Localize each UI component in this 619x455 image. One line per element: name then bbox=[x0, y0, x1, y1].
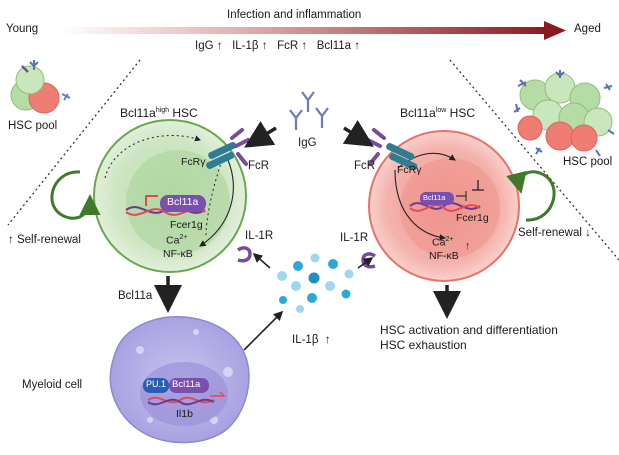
myeloid-cell-label: Myeloid cell bbox=[22, 379, 83, 391]
right-bcl11a-box-label: Bcl11a bbox=[423, 193, 446, 202]
aged-label: Aged bbox=[574, 23, 601, 35]
right-up-arrow: ↑ bbox=[465, 240, 471, 252]
right-self-renewal-arrow-icon bbox=[506, 170, 556, 222]
right-self-renewal-label: Self-renewal ↓ bbox=[518, 227, 591, 239]
right-dna-bcl11a-icon bbox=[409, 191, 481, 212]
pu1-label: PU.1 bbox=[146, 379, 167, 389]
right-divider bbox=[449, 59, 619, 261]
left-cell-title: Bcl11ahigh HSC bbox=[120, 106, 198, 120]
marker-bcl11a: Bcl11a ↑ bbox=[316, 40, 360, 52]
left-il1r-receptor-icon bbox=[237, 246, 252, 263]
left-bcl11a-label: Bcl11a bbox=[118, 290, 153, 302]
right-fcer1g-label: Fcer1g bbox=[456, 212, 489, 224]
right-hsc-pool-label: HSC pool bbox=[563, 156, 613, 168]
il1b-label: IL-1β ↑ bbox=[292, 334, 331, 346]
left-il1r-label: IL-1R bbox=[245, 230, 274, 242]
left-self-renewal-arrow-icon bbox=[50, 170, 101, 220]
right-ca-label: Ca2+ bbox=[432, 236, 454, 249]
young-hsc-pool-icon bbox=[10, 60, 71, 114]
igg-to-left-arrow bbox=[244, 121, 277, 148]
outcome-activation-label: HSC activation and differentiation bbox=[380, 323, 558, 337]
right-fcry-label: FcRγ bbox=[397, 164, 422, 176]
right-fcr-label: FcR bbox=[354, 160, 376, 172]
marker-list: IgG ↑ IL-1β ↑ FcR ↑ Bcl11a ↑ bbox=[195, 40, 360, 52]
il1b-cytokine-dots bbox=[277, 253, 354, 313]
left-hsc-pool-label: HSC pool bbox=[8, 120, 58, 132]
igg-to-right-arrow bbox=[342, 119, 374, 147]
left-dna-bcl11a-icon bbox=[125, 195, 206, 216]
il1b-gene-label: Il1b bbox=[176, 408, 193, 420]
igg-antibody-icons bbox=[289, 91, 329, 130]
right-cell-title: Bcl11alow HSC bbox=[400, 106, 475, 120]
myeloid-bcl11a-label: Bcl11a bbox=[172, 379, 201, 390]
left-divider bbox=[7, 59, 141, 226]
left-fcry-label: FcRγ bbox=[181, 156, 206, 168]
il1b-to-right-arrow bbox=[357, 257, 374, 269]
left-fcr-receptor-icon bbox=[206, 128, 250, 169]
marker-fcr: FcR ↑ bbox=[277, 40, 308, 52]
myeloid-to-il1b-arrow bbox=[243, 310, 284, 351]
marker-il1b: IL-1β ↑ bbox=[232, 40, 268, 52]
aged-hsc-pool-icon bbox=[513, 70, 615, 157]
left-ca-label: Ca2+ bbox=[166, 234, 188, 247]
il1b-to-left-arrow bbox=[252, 252, 271, 269]
left-self-renewal-label: ↑ Self-renewal bbox=[8, 234, 81, 246]
outcome-exhaustion-label: HSC exhaustion bbox=[380, 338, 467, 352]
right-il1r-label: IL-1R bbox=[340, 232, 369, 244]
left-fcer1g-label: Fcer1g bbox=[170, 219, 203, 231]
left-nfkb-label: NF-κB bbox=[163, 248, 193, 260]
myeloid-cell bbox=[109, 316, 250, 444]
right-nfkb-label: NF-κB bbox=[429, 250, 459, 262]
left-bcl11a-box-label: Bcl11a bbox=[167, 196, 199, 208]
aging-arrow-title: Infection and inflammation bbox=[227, 9, 362, 21]
left-fcr-label: FcR bbox=[248, 160, 270, 172]
igg-label: IgG bbox=[298, 137, 317, 149]
marker-igg: IgG ↑ bbox=[195, 40, 223, 52]
aging-arrow-head bbox=[544, 21, 566, 40]
young-label: Young bbox=[6, 23, 39, 35]
aging-arrow-shaft bbox=[60, 27, 548, 34]
